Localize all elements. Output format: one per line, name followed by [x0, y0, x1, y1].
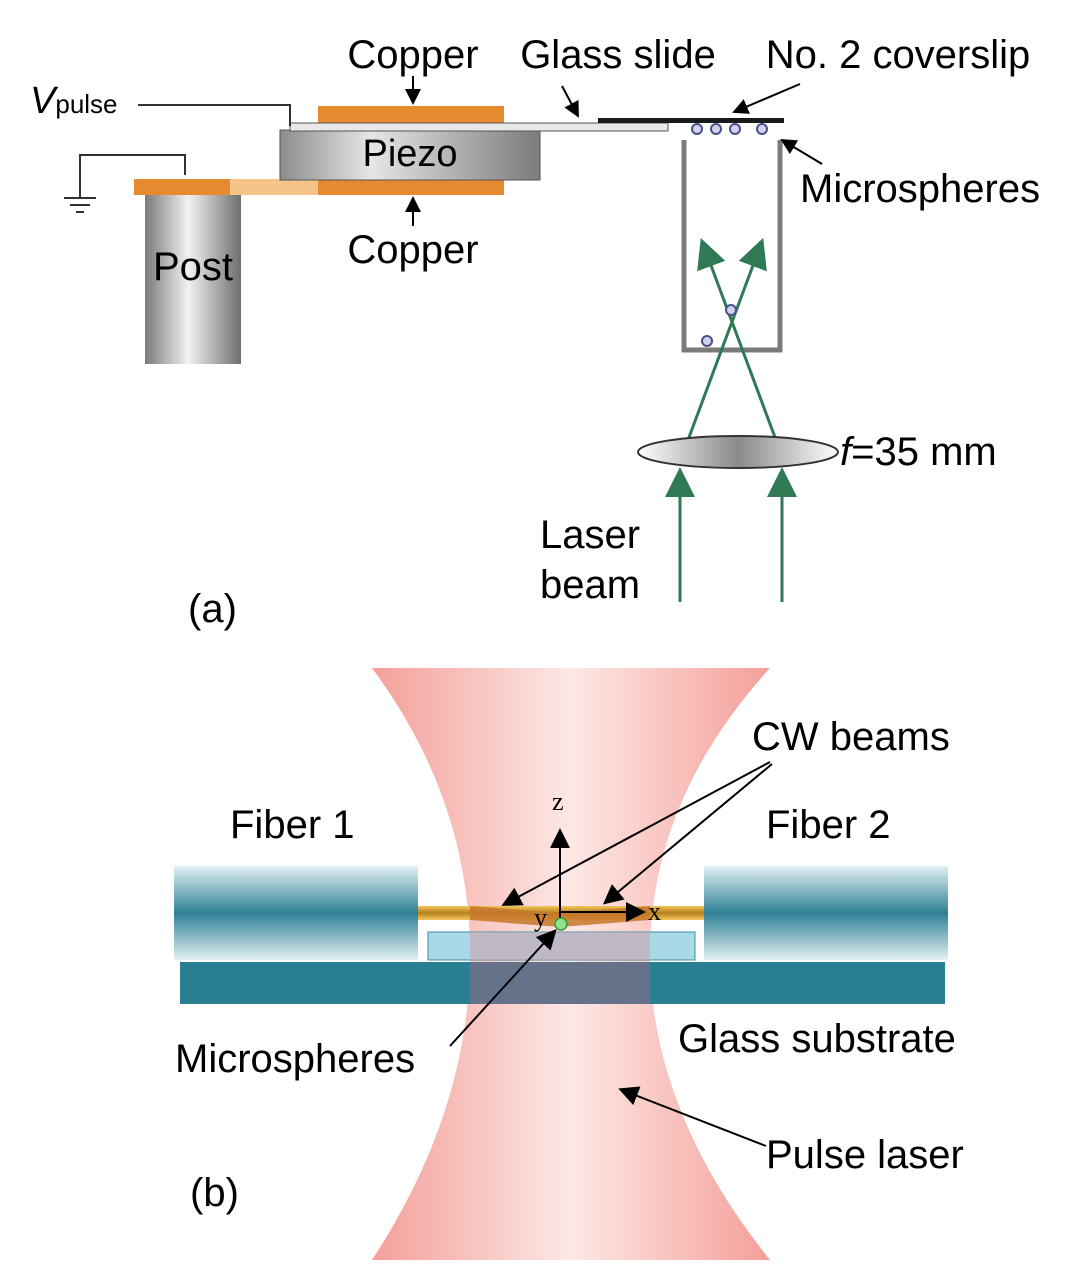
- mount-plate-insulator: [230, 179, 320, 195]
- fiber-1: [174, 866, 418, 960]
- glass-substrate-label: Glass substrate: [678, 1017, 956, 1061]
- cuvette: [681, 140, 783, 353]
- microspheres-b-arrow: [449, 929, 557, 1047]
- microspheres-a-arrow: [780, 138, 823, 165]
- coverslip-label: No. 2 coverslip: [766, 33, 1031, 77]
- copper-top-label: Copper: [347, 33, 478, 77]
- glass-slide-label: Glass slide: [520, 33, 716, 77]
- copper-top: [318, 106, 504, 124]
- coverslip-arrow: [732, 83, 801, 114]
- ground-icon: [64, 154, 186, 213]
- fiber-2-label: Fiber 2: [766, 803, 891, 847]
- panel-b: z x y CW beams Fiber 1 Fiber 2 Microsphe…: [174, 668, 964, 1260]
- coverslip: [598, 118, 784, 123]
- laser-beam-label-2: beam: [540, 563, 640, 607]
- axis-x-label: x: [648, 897, 661, 926]
- fiber-1-label: Fiber 1: [230, 803, 355, 847]
- mount-plate-copper: [134, 179, 230, 195]
- microspheres-a-label: Microspheres: [800, 167, 1040, 211]
- microsphere-low: [701, 335, 713, 347]
- microspheres-top: [691, 123, 768, 135]
- cw-beams-arrow-2: [602, 763, 773, 905]
- panel-a-label: (a): [188, 587, 237, 631]
- panel-a: Post Piezo Vpulse Copper Copper Glass sl…: [30, 33, 1040, 631]
- piezo: [279, 129, 541, 181]
- post: [145, 192, 241, 364]
- substrate-beam-overlap: [470, 962, 650, 1004]
- vpulse-label: Vpulse: [30, 80, 118, 122]
- piezo-label: Piezo: [362, 133, 457, 175]
- microsphere-mid: [725, 304, 737, 316]
- glass-slide: [289, 122, 669, 132]
- pulse-laser-arrow: [618, 1086, 767, 1147]
- microsphere-b: [554, 917, 568, 931]
- axis-y-label: y: [534, 903, 547, 932]
- laser-beam: [665, 237, 797, 602]
- lens-label: f=35 mm: [840, 430, 997, 474]
- cw-beams-arrow-1: [501, 761, 771, 906]
- chip-beam-overlap: [470, 932, 650, 960]
- cw-beams-label: CW beams: [752, 715, 950, 759]
- vpulse-wire: [138, 104, 291, 126]
- copper-bottom-label: Copper: [347, 228, 478, 272]
- copper-bottom: [318, 179, 504, 195]
- microspheres-b-label: Microspheres: [175, 1037, 415, 1081]
- panel-b-label: (b): [190, 1171, 239, 1215]
- glass-slide-arrow: [561, 85, 579, 118]
- post-label: Post: [153, 245, 233, 289]
- lens: [637, 435, 839, 469]
- pulse-laser-label: Pulse laser: [766, 1133, 964, 1177]
- axis-z-label: z: [552, 787, 564, 816]
- fiber-2: [704, 866, 948, 960]
- laser-beam-label-1: Laser: [540, 513, 640, 557]
